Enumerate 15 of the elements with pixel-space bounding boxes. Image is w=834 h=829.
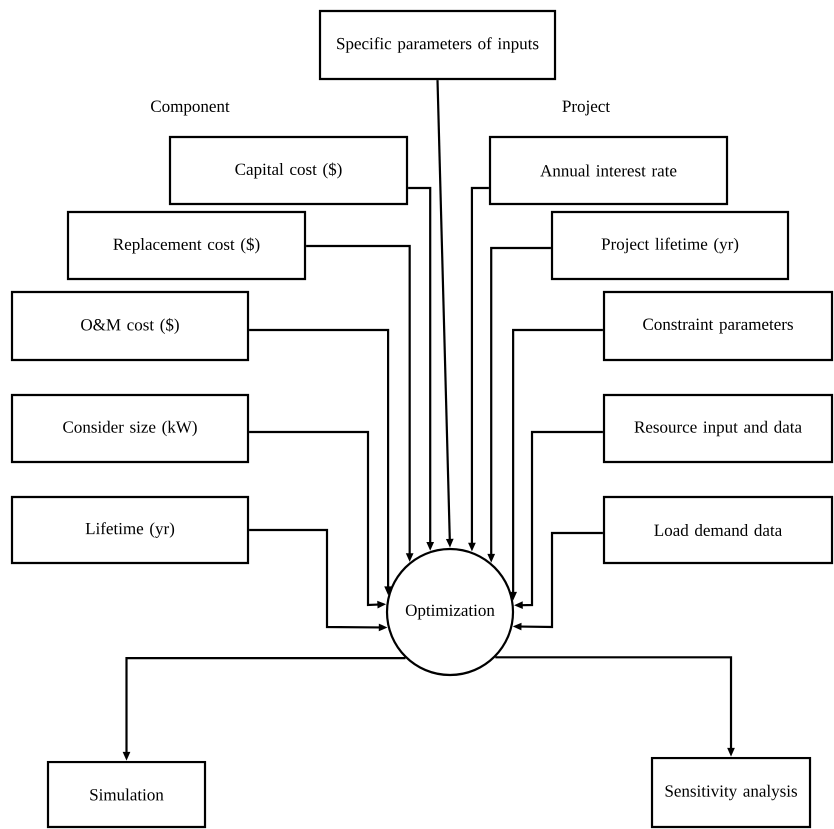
process-box: Project lifetime (yr) bbox=[550, 210, 790, 280]
process-box: O&M cost ($) bbox=[10, 290, 250, 362]
process-box: Consider size (kW) bbox=[10, 394, 250, 464]
process-box: Resource input and data bbox=[602, 394, 834, 464]
process-box: Annual interest rate bbox=[488, 136, 728, 206]
process-box: Specific parameters of inputs bbox=[318, 10, 556, 80]
process-box: Constraint parameters bbox=[602, 290, 834, 362]
group-label: Component bbox=[151, 100, 230, 116]
group-label: Project bbox=[562, 100, 610, 116]
process-box: Load demand data bbox=[602, 496, 834, 564]
process-box: Capital cost ($) bbox=[168, 136, 408, 206]
process-box: Simulation bbox=[46, 760, 206, 828]
process-box: Sensitivity analysis bbox=[650, 756, 812, 828]
process-box: Replacement cost ($) bbox=[66, 210, 306, 280]
process-box: Lifetime (yr) bbox=[10, 496, 250, 564]
